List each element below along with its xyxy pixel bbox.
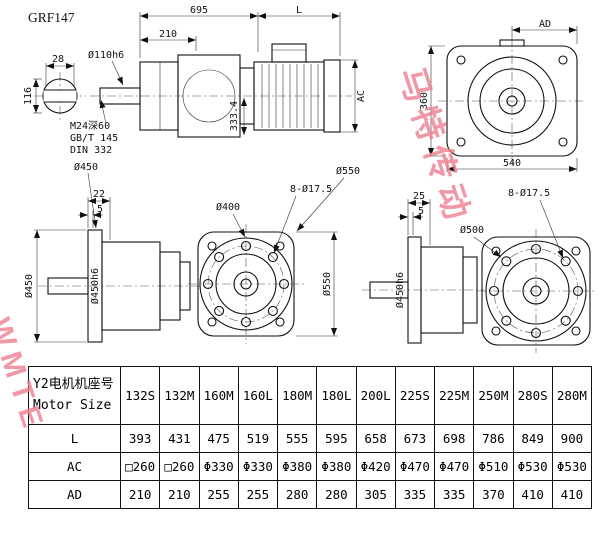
table-cell: Φ380 <box>316 452 357 481</box>
table-cell: 393 <box>119 424 161 453</box>
column-header-160L: 160L <box>237 366 279 425</box>
table-cell: 431 <box>159 424 200 453</box>
column-header-225M: 225M <box>433 366 475 425</box>
table-cell: □260 <box>119 452 161 481</box>
table-cell: 255 <box>237 480 279 509</box>
table-cell: Φ330 <box>198 452 239 481</box>
column-header-280S: 280S <box>512 366 553 425</box>
table-cell: 305 <box>355 480 396 509</box>
table-cell: 475 <box>198 424 239 453</box>
dim-5-b: 5 <box>418 206 424 217</box>
table-cell: 410 <box>512 480 553 509</box>
table-cell: 255 <box>198 480 239 509</box>
table-cell: 673 <box>394 424 436 453</box>
flange-od-note: Ø450 <box>74 161 98 173</box>
flange-side-view-b: 25 5 Ø450h6 Ø500 <box>362 191 502 344</box>
thread-note-2: GB/T 145 <box>70 133 118 144</box>
flange-face-view-b: 8-Ø17.5 <box>478 187 596 353</box>
thread-note-3: DIN 332 <box>70 145 112 156</box>
technical-drawing: GRF147 28 116 M24深60 GB/T 145 DIN 332 Ø4… <box>23 5 596 353</box>
table-cell: Φ420 <box>355 452 396 481</box>
dim-5-a: 5 <box>97 204 103 215</box>
dim-AD: AD <box>539 19 551 30</box>
shaft-end-notes: M24深60 GB/T 145 DIN 332 Ø450 <box>70 99 118 229</box>
column-header-250M: 250M <box>473 366 514 425</box>
dim-od-a: Ø550 <box>321 272 333 296</box>
column-header-132M: 132M <box>159 366 200 425</box>
dim-333-4: 333.4 <box>229 101 240 131</box>
shaft-section-view: 28 116 <box>23 54 86 120</box>
thread-note-1: M24深60 <box>70 120 110 132</box>
table-cell: 370 <box>473 480 514 509</box>
row-label-L: L <box>28 424 121 453</box>
header-cn: Y2电机机座号 <box>33 376 114 392</box>
column-header-280M: 280M <box>551 366 593 425</box>
table-cell: Φ470 <box>433 452 475 481</box>
table-cell: 555 <box>276 424 318 453</box>
dim-AC: AC <box>356 90 367 102</box>
table-cell: 410 <box>551 480 593 509</box>
table-cell: 210 <box>119 480 161 509</box>
dim-bolts-b: 8-Ø17.5 <box>508 187 550 199</box>
dim-shaft-width: 28 <box>52 54 64 65</box>
dim-540: 540 <box>503 158 521 169</box>
dim-bolts-a: 8-Ø17.5 <box>290 183 332 195</box>
gearbox-side-view: 695 L 210 Ø110h6 AC 333.4 <box>88 5 367 138</box>
table-cell: 698 <box>433 424 475 453</box>
table-cell: 849 <box>512 424 553 453</box>
column-header-132S: 132S <box>119 366 161 425</box>
column-header-225S: 225S <box>394 366 436 425</box>
motor-size-header: Y2电机机座号 Motor Size <box>28 366 121 425</box>
table-cell: Φ530 <box>551 452 593 481</box>
dim-pilot-a: Ø400 <box>216 201 240 213</box>
column-header-180M: 180M <box>276 366 318 425</box>
table-cell: Φ530 <box>512 452 553 481</box>
flange-side-view-a: 22 5 Ø450h6 Ø450 <box>23 189 200 343</box>
drawing-title: GRF147 <box>28 10 75 25</box>
dim-flange-od-a: Ø450 <box>23 274 35 298</box>
header-en: Motor Size <box>33 397 112 413</box>
table-cell: □260 <box>159 452 200 481</box>
table-cell: Φ470 <box>394 452 436 481</box>
table-cell: 280 <box>276 480 318 509</box>
dim-od-a-label: Ø550 <box>336 165 360 177</box>
table-cell: 335 <box>394 480 436 509</box>
dim-210: 210 <box>159 29 177 40</box>
table-cell: 335 <box>433 480 475 509</box>
table-cell: 786 <box>473 424 514 453</box>
table-cell: 210 <box>159 480 200 509</box>
table-cell: 519 <box>237 424 279 453</box>
dim-360: 360 <box>419 92 430 110</box>
table-cell: Φ510 <box>473 452 514 481</box>
column-header-160M: 160M <box>198 366 239 425</box>
dim-pilot-b: Ø500 <box>460 224 484 236</box>
table-cell: Φ330 <box>237 452 279 481</box>
dim-22: 22 <box>93 189 105 200</box>
table-cell: 900 <box>551 424 593 453</box>
table-cell: 658 <box>355 424 396 453</box>
column-header-180L: 180L <box>316 366 357 425</box>
dim-shaft-height: 116 <box>23 87 34 105</box>
table-cell: 595 <box>316 424 357 453</box>
table-cell: 280 <box>316 480 357 509</box>
row-label-AD: AD <box>28 480 121 509</box>
dim-695: 695 <box>190 5 208 16</box>
row-label-AC: AC <box>28 452 121 481</box>
table-cell: Φ380 <box>276 452 318 481</box>
dim-shaft-diameter: Ø110h6 <box>88 49 124 61</box>
flange-face-view-a: Ø400 8-Ø17.5 Ø550 Ø550 <box>188 165 360 344</box>
dim-L: L <box>296 5 302 16</box>
dim-spigot-b: Ø450h6 <box>394 272 406 308</box>
column-header-200L: 200L <box>355 366 396 425</box>
dim-25: 25 <box>413 191 425 202</box>
gearbox-end-view: 360 540 AD <box>419 19 586 172</box>
dim-spigot-a: Ø450h6 <box>89 268 101 304</box>
